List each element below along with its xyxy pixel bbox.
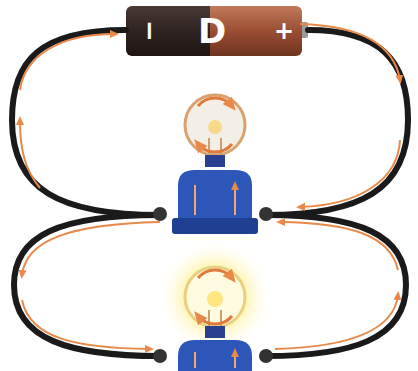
battery-size-letter: D [198,14,226,48]
upper-bulb [153,95,273,234]
lower-bulb [153,239,273,371]
d-cell-battery [126,6,308,56]
wire [12,30,408,356]
negative-sign: − [137,20,163,42]
positive-sign: + [274,19,294,43]
current-arrow [20,24,400,349]
